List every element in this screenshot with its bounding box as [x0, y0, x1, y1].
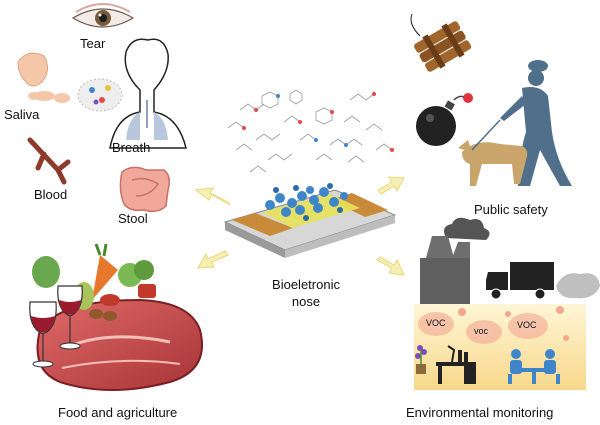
- sensor-chip-icon: [223, 183, 397, 258]
- human-lungs-icon: [109, 38, 187, 149]
- environmental-monitoring-label: Environmental monitoring: [406, 405, 554, 420]
- saliva-label: Saliva: [4, 107, 40, 122]
- public-safety-label: Public safety: [474, 202, 548, 217]
- breath-label: Breath: [112, 140, 151, 155]
- factory-icon: [420, 217, 490, 304]
- center-label-line2: nose: [291, 294, 321, 309]
- food-agriculture-label: Food and agriculture: [58, 405, 178, 420]
- blood-label: Blood: [34, 187, 68, 202]
- arrow-to-food: [197, 250, 229, 269]
- tear-label: Tear: [80, 36, 106, 51]
- arrow-to-environment: [376, 256, 405, 276]
- blood-vessel-icon: [27, 137, 71, 185]
- center-label-line1: Bioeletronic: [272, 277, 340, 292]
- intestine-icon: [119, 166, 171, 213]
- meeting-icon: [508, 349, 560, 384]
- breath-cloud: [77, 78, 123, 112]
- voc-label-1: VOC: [426, 318, 446, 328]
- truck-icon: [486, 262, 600, 300]
- person-with-dog-icon: [458, 60, 572, 186]
- wine-glass-icon: [29, 285, 83, 368]
- eye-icon: [71, 3, 135, 28]
- bomb-icon: [416, 93, 473, 146]
- arrow-to-medical: [194, 187, 231, 206]
- stool-label: Stool: [118, 211, 148, 226]
- voc-label-3: VOC: [517, 320, 537, 330]
- meat-icon: [36, 298, 203, 391]
- voc-label-2: voc: [474, 326, 489, 336]
- arrow-to-public-safety: [377, 176, 405, 195]
- desk-icon: [436, 345, 476, 384]
- volatile-molecules: [227, 89, 393, 173]
- dynamite-icon: [410, 13, 472, 72]
- plant-icon: [415, 345, 427, 374]
- saliva-gland-icon: [17, 52, 70, 103]
